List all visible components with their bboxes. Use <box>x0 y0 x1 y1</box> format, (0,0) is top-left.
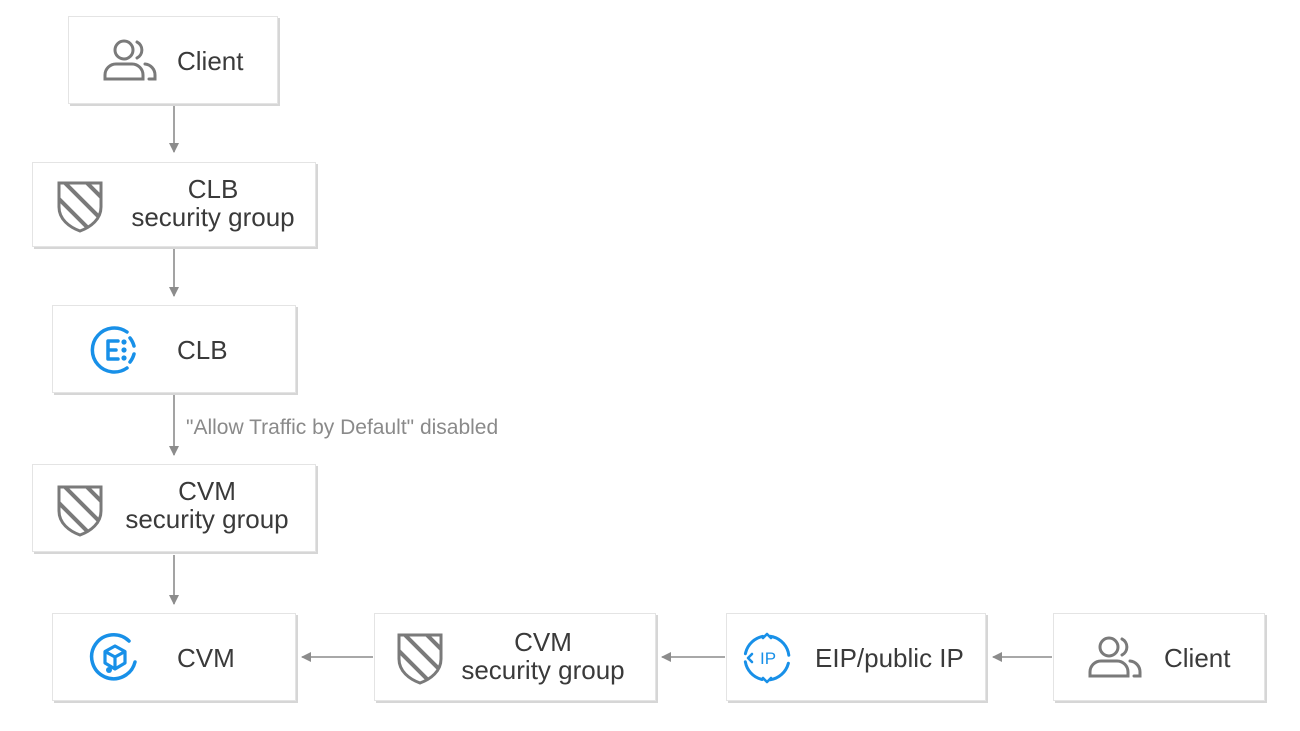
cvm-icon <box>89 632 141 684</box>
eip-label: EIP/public IP <box>815 643 964 673</box>
cvm-node[interactable]: CVM <box>52 613 296 701</box>
client-right-label: Client <box>1164 643 1231 673</box>
clb-security-group-node[interactable]: CLB security group <box>32 162 316 247</box>
client-node-top[interactable]: Client <box>68 16 278 104</box>
cvm-sg-left-label: CVM security group <box>119 477 295 533</box>
users-icon <box>101 37 159 85</box>
svg-text:IP: IP <box>760 649 776 668</box>
cvm-security-group-node-left[interactable]: CVM security group <box>32 464 316 552</box>
clb-label: CLB <box>177 335 228 365</box>
clb-node[interactable]: CLB <box>52 305 296 393</box>
users-icon <box>1086 634 1144 682</box>
ip-icon: IP <box>741 632 793 684</box>
client-node-right[interactable]: Client <box>1053 613 1265 701</box>
eip-node[interactable]: IP EIP/public IP <box>726 613 986 701</box>
shield-icon <box>55 483 105 537</box>
edge-label-allow-traffic: "Allow Traffic by Default" disabled <box>186 416 499 439</box>
cvm-sg-left-label-line2: security group <box>125 504 289 534</box>
client-label: Client <box>177 46 244 76</box>
cvm-sg-bottom-label: CVM security group <box>455 628 631 684</box>
clb-sg-label: CLB security group <box>125 175 301 231</box>
cvm-sg-left-label-line1: CVM <box>178 476 236 506</box>
cvm-sg-bottom-label-line2: security group <box>461 655 625 685</box>
shield-icon <box>55 179 105 233</box>
cvm-security-group-node-bottom[interactable]: CVM security group <box>374 613 656 701</box>
clb-sg-label-line1: CLB <box>187 174 239 204</box>
cvm-label: CVM <box>177 643 235 673</box>
clb-sg-label-line2: security group <box>131 202 295 232</box>
shield-icon <box>395 631 445 685</box>
clb-icon <box>89 324 141 376</box>
cvm-sg-bottom-label-line1: CVM <box>514 627 572 657</box>
